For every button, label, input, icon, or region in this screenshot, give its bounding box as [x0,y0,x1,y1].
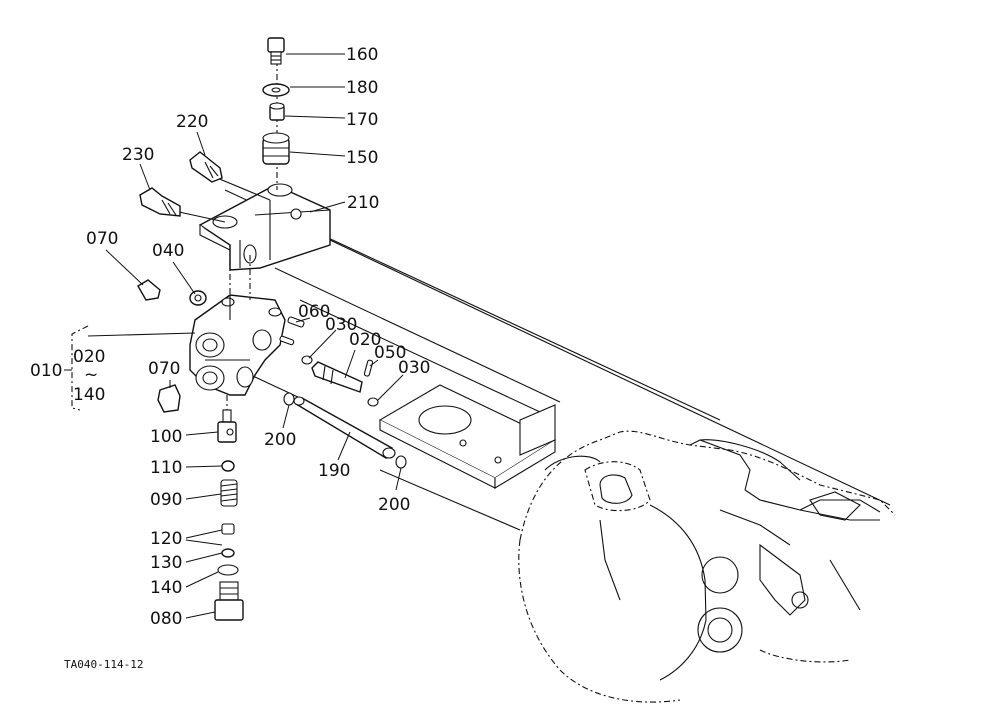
pin-060 [279,316,305,346]
callout-050: 050 [374,343,406,363]
drawing-reference: TA040-114-12 [64,658,143,671]
group-tilde: ~ [84,365,98,385]
part-callouts: 160 180 170 150 210 220 230 070 040 060 … [30,45,430,671]
callout-210: 210 [347,193,379,213]
callout-120: 120 [150,529,182,549]
callout-230: 230 [122,145,154,165]
callout-170: 170 [346,110,378,130]
callout-060: 060 [298,302,330,322]
upper-bracket-210 [198,183,331,271]
valve-body [189,294,286,396]
ball-110 [221,460,235,472]
callout-190: 190 [318,461,350,481]
callout-110: 110 [150,458,182,478]
callout-180: 180 [346,78,378,98]
plug-080 [214,581,244,621]
spring-090 [220,479,238,507]
bolt-160 [267,37,285,65]
callout-040: 040 [152,241,184,261]
oring-140 [217,564,239,576]
bolt-230 [139,187,181,217]
callout-030-a: 030 [325,315,357,335]
tube-190 [293,396,396,459]
callout-080: 080 [150,609,182,629]
axle-casting [518,430,896,703]
oring-200-a [283,392,295,406]
leader-lines [105,53,404,619]
mounting-bracket-plate [378,384,557,489]
collar-170 [269,102,285,121]
group-bracket [64,325,89,411]
pin-050 [363,359,374,377]
callout-090: 090 [150,490,182,510]
washer-130 [221,548,235,558]
callout-220: 220 [176,112,208,132]
plug-070-lower [157,384,181,413]
group-140-label: 140 [73,385,105,405]
oring-030-a [301,355,313,365]
callout-070-lower: 070 [148,359,180,379]
callout-100: 100 [150,427,182,447]
oring-030-b [367,397,379,407]
callout-030-b: 030 [398,358,430,378]
bolt-220 [189,151,223,183]
washer-180 [262,83,290,97]
callout-150: 150 [346,148,378,168]
callout-140: 140 [150,578,182,598]
callout-020: 020 [349,330,381,350]
callout-130: 130 [150,553,182,573]
spool-020 [311,361,363,393]
callout-160: 160 [346,45,378,65]
oring-200-b [395,455,407,469]
callout-200-b: 200 [378,495,410,515]
shim-120 [221,523,235,535]
plug-070-upper [137,279,161,301]
bushing-150 [262,132,290,165]
group-020-label: 020 [73,347,105,367]
group-010-label: 010 [30,361,62,381]
nut-040 [189,290,207,306]
fitting-100 [217,409,237,443]
callout-070-upper: 070 [86,229,118,249]
callout-200-a: 200 [264,430,296,450]
